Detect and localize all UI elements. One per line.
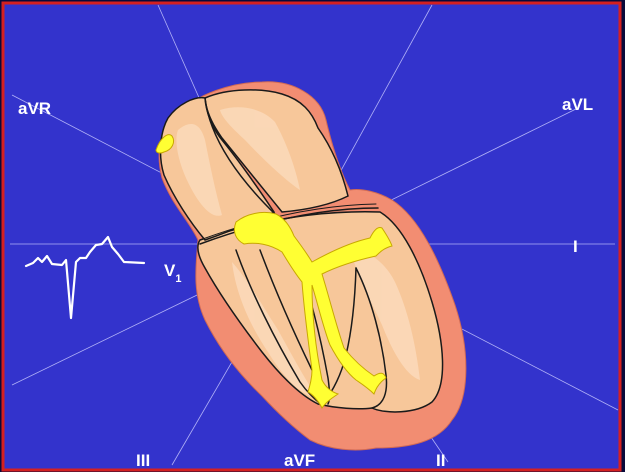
label-avr: aVR xyxy=(18,99,51,118)
label-v1-main: V xyxy=(164,261,176,280)
label-avl: aVL xyxy=(562,95,593,114)
label-lead-iii: III xyxy=(136,451,150,470)
label-v1-subscript: 1 xyxy=(175,273,181,285)
label-lead-i: I xyxy=(573,237,578,256)
label-lead-ii: II xyxy=(436,451,445,470)
label-avf: aVF xyxy=(284,451,315,470)
